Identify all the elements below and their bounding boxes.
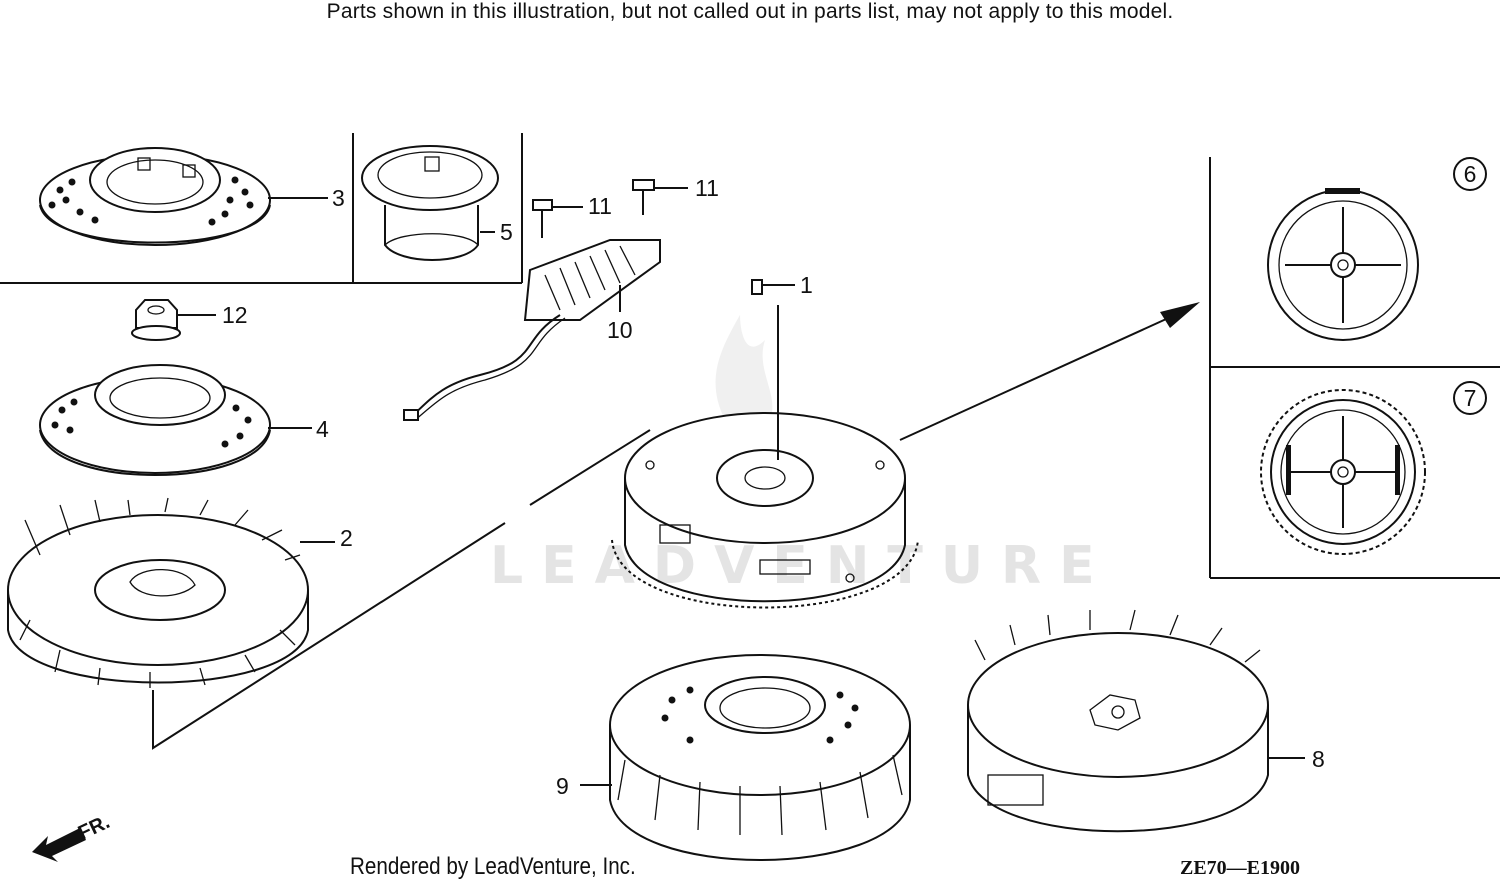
right-inset-frame [1209,157,1500,579]
front-arrow-icon: FR. [32,811,113,862]
part-4-starter-pulley[interactable] [39,364,271,476]
callout-leader-lines [178,187,1305,786]
part-7-flywheel-variant[interactable] [1260,389,1426,555]
part-5-starter-cup[interactable] [361,145,499,261]
callout-6-badge[interactable]: 6 [1453,157,1487,191]
part-11-bolt-a[interactable] [532,199,553,238]
callout-1[interactable]: 1 [800,272,813,298]
part-12-flange-nut[interactable] [131,299,181,341]
part-8-cooling-fan[interactable] [967,609,1269,833]
flywheel-assembly[interactable] [611,412,919,609]
callout-6[interactable]: 6 [1464,161,1477,187]
callout-7[interactable]: 7 [1464,385,1477,411]
diagram-code: ZE70—E1900 [1180,857,1301,879]
callout-11-a[interactable]: 11 [588,193,612,219]
callout-12[interactable]: 12 [222,302,248,328]
top-left-inset-frame [0,133,523,284]
part-10-charge-coil[interactable] [403,239,661,421]
callout-8[interactable]: 8 [1312,746,1325,772]
diagram-notice: Parts shown in this illustration, but no… [326,0,1174,23]
callout-9[interactable]: 9 [556,773,569,799]
callout-4[interactable]: 4 [316,416,329,442]
part-3-starter-pulley[interactable] [39,147,271,246]
callout-2[interactable]: 2 [340,525,353,551]
part-2-cooling-fan[interactable] [7,497,309,688]
callout-3[interactable]: 3 [332,185,345,211]
callout-7-badge[interactable]: 7 [1453,381,1487,415]
render-credit: Rendered by LeadVenture, Inc. [350,853,636,880]
assembly-guide-lines [152,302,1200,750]
part-6-flywheel-variant[interactable] [1267,188,1419,341]
part-9-flywheel-fan[interactable] [609,654,911,861]
callout-10[interactable]: 10 [607,317,633,343]
part-1-woodruff-key[interactable] [751,279,763,295]
callout-11-b[interactable]: 11 [695,175,719,201]
watermark-text: LEADVENTURE [490,536,1113,596]
callout-5[interactable]: 5 [500,219,513,245]
part-11-bolt-b[interactable] [632,179,655,215]
